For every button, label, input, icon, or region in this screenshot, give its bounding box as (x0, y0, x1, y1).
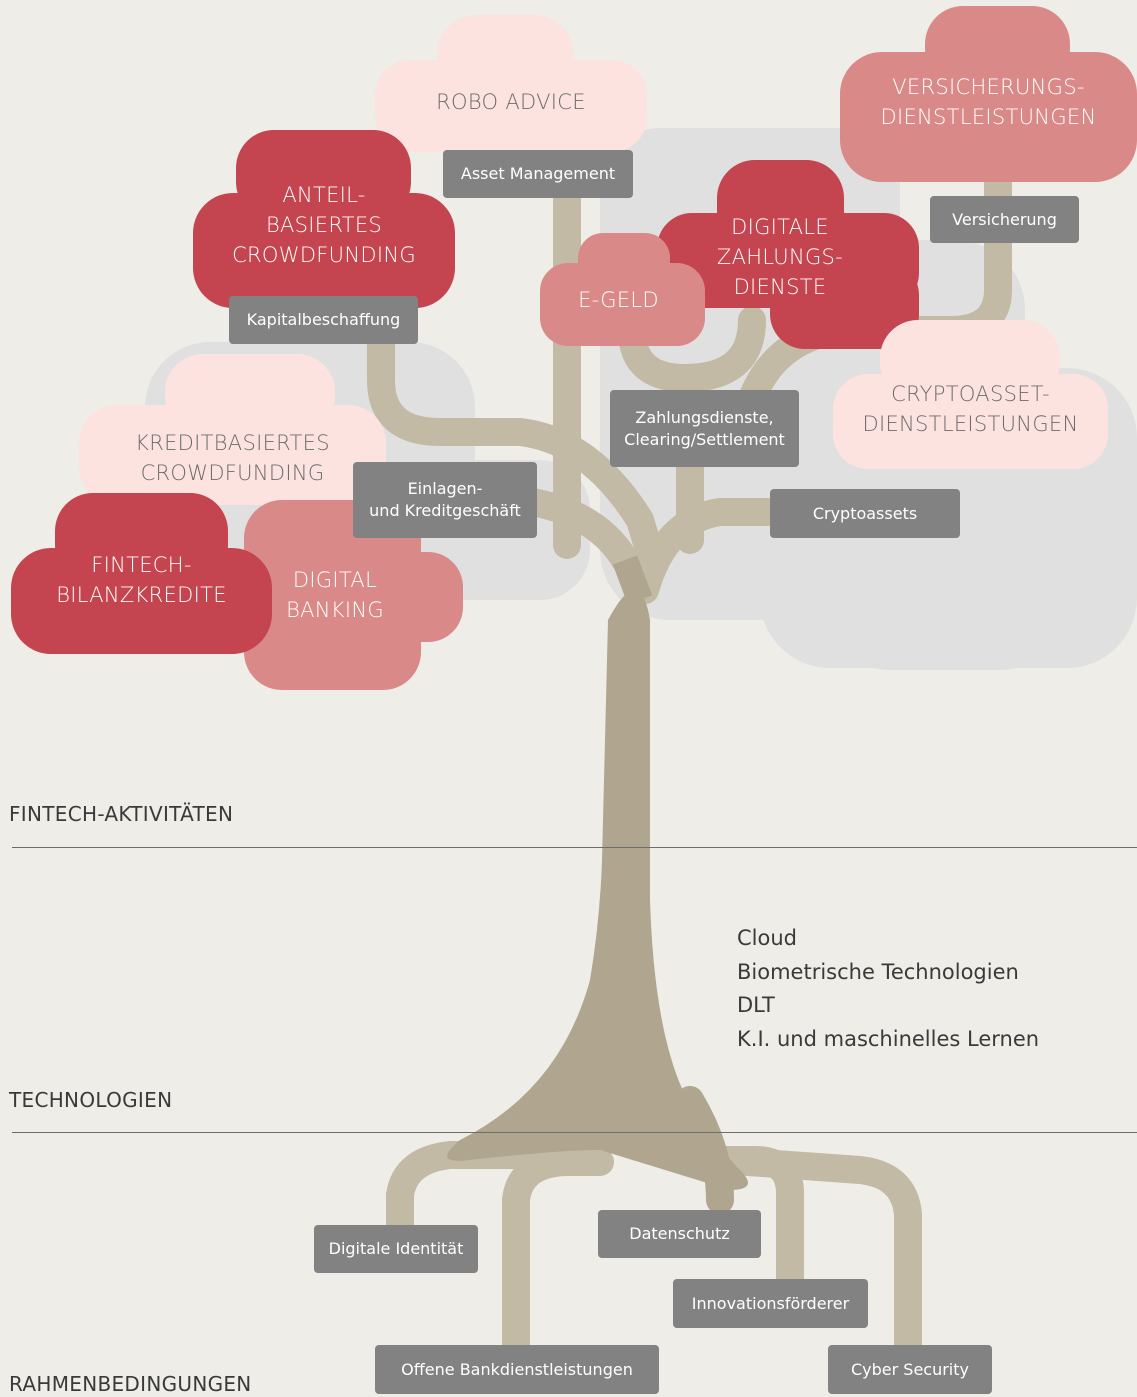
tag-datenschutz-text: Datenschutz (629, 1224, 730, 1243)
anteil-line-3: CROWDFUNDING (232, 243, 416, 267)
tag-digitale-identitaet: Digitale Identität (314, 1225, 478, 1273)
technology-item: Cloud (737, 926, 797, 950)
technology-item: K.I. und maschinelles Lernen (737, 1026, 1040, 1051)
tag-versicherung-text: Versicherung (952, 209, 1057, 229)
cloud-anteil (193, 130, 455, 308)
root-cyber (706, 1146, 922, 1379)
branch-egeld (618, 306, 766, 392)
digitale-zahlung-line-3: DIENSTE (733, 275, 827, 299)
cloud-digitale-zahlung-label: DIGITALE ZAHLUNGS- DIENSTE (700, 210, 860, 304)
crypto-line-2: DIENSTLEISTUNGEN (862, 412, 1079, 436)
cloud-digital-banking (244, 500, 463, 690)
tag-cryptoassets-text: Cryptoassets (812, 503, 918, 523)
technology-item: DLT (737, 993, 775, 1017)
versicherungs-line-1: VERSICHERUNGS- (892, 75, 1085, 99)
branch-kapitalbeschaffung (367, 316, 666, 574)
tag-cyber-security: Cyber Security (828, 1345, 992, 1394)
branch-cryptoassets (631, 498, 804, 604)
grey-cloud-bottom-right (830, 520, 1060, 670)
divider-technologies (12, 1132, 1137, 1133)
technology-item: Biometrische Technologien (737, 959, 1019, 984)
root-offene-bank (502, 1148, 614, 1379)
fintech-bilanz-line-2: BILANZKREDITE (56, 583, 227, 607)
tag-zahlungsdienste-line-1: Zahlungsdienste, (635, 407, 774, 427)
cloud-versicherungs-label: VERSICHERUNGS- DIENSTLEISTUNGEN (840, 70, 1137, 134)
tag-zahlungsdienste: Zahlungsdienste, Clearing/Settlement (610, 390, 799, 467)
tag-kapitalbeschaffung: Kapitalbeschaffung (229, 296, 418, 344)
versicherungs-line-2: DIENSTLEISTUNGEN (880, 105, 1097, 129)
fintech-bilanz-line-1: FINTECH- (91, 553, 192, 577)
anteil-line-2: BASIERTES (265, 213, 383, 237)
digitale-zahlung-line-1: DIGITALE (731, 215, 829, 239)
tag-datenschutz: Datenschutz (598, 1210, 761, 1258)
cloud-kredit (79, 354, 386, 505)
tag-offene-bank-text: Offene Bankdienstleistungen (401, 1359, 633, 1379)
robo-advice-text: ROBO ADVICE (436, 90, 586, 114)
digital-banking-line-2: BANKING (286, 598, 384, 622)
tag-zahlungsdienste-line-2: Clearing/Settlement (624, 429, 785, 449)
cloud-anteil-label: ANTEIL- BASIERTES CROWDFUNDING (193, 178, 455, 272)
section-label-conditions: RAHMENBEDINGUNGEN (9, 1372, 252, 1396)
kredit-line-2: CROWDFUNDING (140, 461, 325, 485)
tag-einlagen-line-1: Einlagen- (407, 479, 483, 498)
cloud-robo-advice-label: ROBO ADVICE (375, 82, 647, 122)
tag-innovationsfoerderer-text: Innovationsförderer (691, 1293, 850, 1313)
section-label-activities: FINTECH-AKTIVITÄTEN (9, 802, 234, 826)
divider-activities (12, 847, 1137, 848)
tag-kapitalbeschaffung-text: Kapitalbeschaffung (246, 310, 401, 329)
tag-versicherung: Versicherung (930, 196, 1079, 243)
cloud-kredit-label: KREDITBASIERTES CROWDFUNDING (79, 426, 386, 490)
tag-offene-bank: Offene Bankdienstleistungen (375, 1345, 659, 1394)
section-label-technologies: TECHNOLOGIEN (9, 1088, 173, 1112)
tag-einlagen: Einlagen- und Kreditgeschäft (353, 462, 537, 538)
cloud-egeld (540, 233, 705, 346)
tree-trunk (447, 590, 748, 1190)
tag-asset-management-text: Asset Management (460, 164, 616, 183)
tag-innovationsfoerderer: Innovationsförderer (673, 1279, 868, 1328)
tag-asset-management: Asset Management (443, 150, 633, 198)
egeld-text: E-GELD (578, 288, 659, 312)
colored-clouds (11, 6, 1137, 690)
cloud-digital-banking-label: DIGITAL BANKING (270, 563, 400, 627)
cloud-robo-advice (375, 15, 647, 152)
cloud-digitale-zahlung (657, 160, 919, 349)
cloud-crypto (833, 320, 1108, 469)
crypto-line-1: CRYPTOASSET- (891, 382, 1050, 406)
kredit-line-1: KREDITBASIERTES (135, 431, 330, 455)
tag-cyber-security-text: Cyber Security (850, 1359, 969, 1379)
cloud-crypto-label: CRYPTOASSET- DIENSTLEISTUNGEN (833, 377, 1108, 441)
digital-banking-line-1: DIGITAL (292, 568, 378, 592)
cloud-fintech-bilanz-label: FINTECH- BILANZKREDITE (11, 548, 272, 612)
cloud-versicherungs (840, 6, 1137, 182)
trunk-join-left (612, 555, 653, 605)
trunk-root-datenschutz (676, 1086, 734, 1214)
tag-einlagen-line-2: und Kreditgeschäft (369, 501, 521, 520)
digitale-zahlung-line-2: ZAHLUNGS- (716, 245, 844, 269)
anteil-line-1: ANTEIL- (282, 183, 366, 207)
tree-branches (367, 151, 1012, 1379)
cloud-fintech-bilanz (11, 493, 272, 654)
tag-digitale-identitaet-text: Digitale Identität (328, 1239, 464, 1258)
cloud-egeld-label: E-GELD (540, 282, 697, 318)
technology-list: Cloud Biometrische Technologien DLT K.I.… (737, 922, 1039, 1056)
tag-cryptoassets: Cryptoassets (770, 489, 960, 538)
